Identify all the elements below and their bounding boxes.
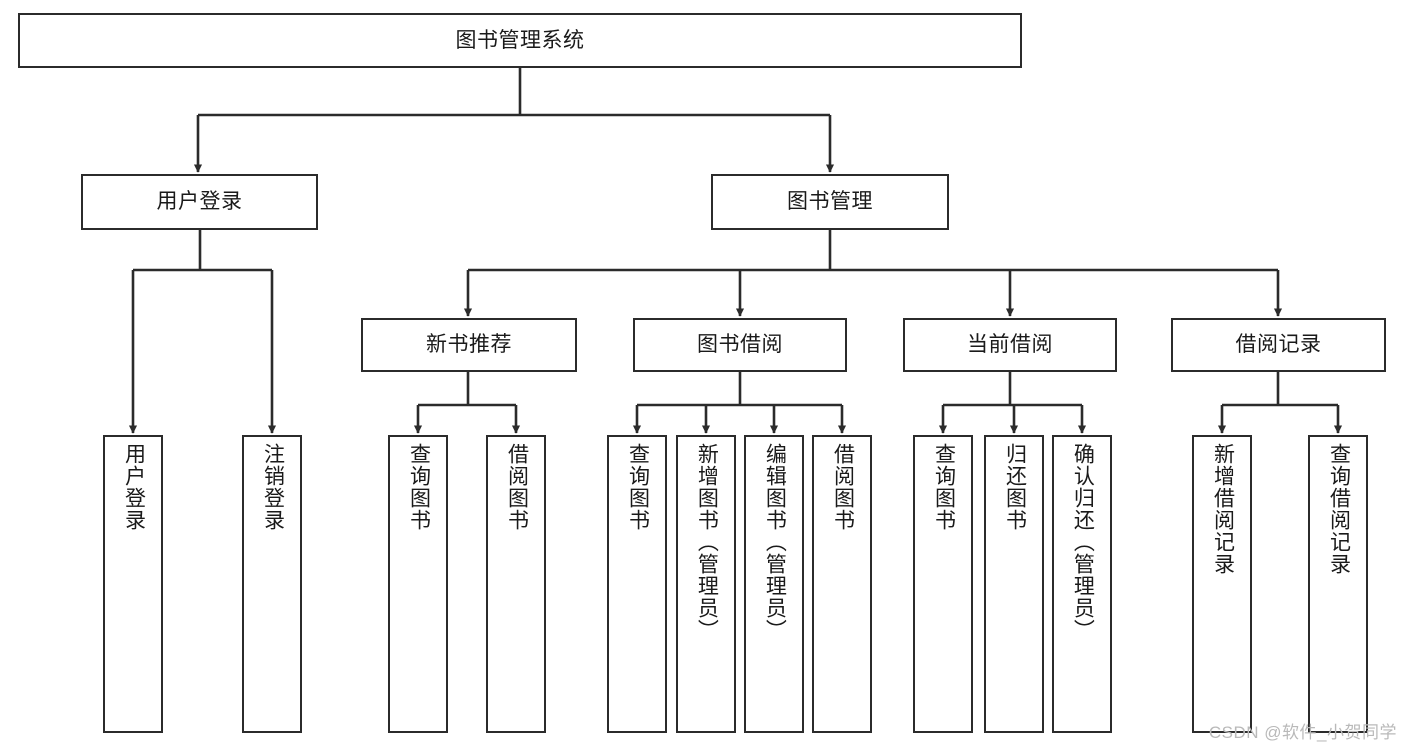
node-leaf-user-login[interactable]: 用户登录	[103, 435, 163, 733]
node-leaf-confirm-return[interactable]: 确认归还（管理员）	[1052, 435, 1112, 733]
node-label: 新增借阅记录	[1211, 443, 1235, 575]
node-user-login[interactable]: 用户登录	[81, 174, 318, 230]
node-label: 查询图书	[626, 443, 650, 531]
node-label: 注销登录	[261, 443, 285, 531]
node-leaf-borrow-book[interactable]: 借阅图书	[812, 435, 872, 733]
node-leaf-add-borrow-record[interactable]: 新增借阅记录	[1192, 435, 1252, 733]
node-leaf-edit-book[interactable]: 编辑图书（管理员）	[744, 435, 804, 733]
node-borrow-record[interactable]: 借阅记录	[1171, 318, 1386, 372]
node-leaf-query-book-recommend[interactable]: 查询图书	[388, 435, 448, 733]
node-label: 查询图书	[407, 443, 431, 531]
node-label: 查询图书	[932, 443, 956, 531]
node-label: 归还图书	[1003, 443, 1027, 531]
node-label: 确认归还（管理员）	[1071, 443, 1095, 641]
node-leaf-add-book[interactable]: 新增图书（管理员）	[676, 435, 736, 733]
node-label: 编辑图书（管理员）	[763, 443, 787, 641]
node-leaf-borrow-book-recommend[interactable]: 借阅图书	[486, 435, 546, 733]
node-book-borrow[interactable]: 图书借阅	[633, 318, 847, 372]
node-leaf-query-book-borrow[interactable]: 查询图书	[607, 435, 667, 733]
node-leaf-query-borrow-record[interactable]: 查询借阅记录	[1308, 435, 1368, 733]
node-new-book-recommend[interactable]: 新书推荐	[361, 318, 577, 372]
node-leaf-logout[interactable]: 注销登录	[242, 435, 302, 733]
node-label: 新增图书（管理员）	[695, 443, 719, 641]
node-leaf-return-book[interactable]: 归还图书	[984, 435, 1044, 733]
node-label: 查询借阅记录	[1327, 443, 1351, 575]
node-current-borrow[interactable]: 当前借阅	[903, 318, 1117, 372]
node-label: 借阅图书	[505, 443, 529, 531]
watermark: CSDN @软件_小贺同学	[1208, 723, 1397, 742]
node-label: 借阅图书	[831, 443, 855, 531]
node-label: 用户登录	[122, 443, 146, 531]
node-root[interactable]: 图书管理系统	[18, 13, 1022, 68]
node-leaf-query-book-current[interactable]: 查询图书	[913, 435, 973, 733]
node-book-management[interactable]: 图书管理	[711, 174, 949, 230]
